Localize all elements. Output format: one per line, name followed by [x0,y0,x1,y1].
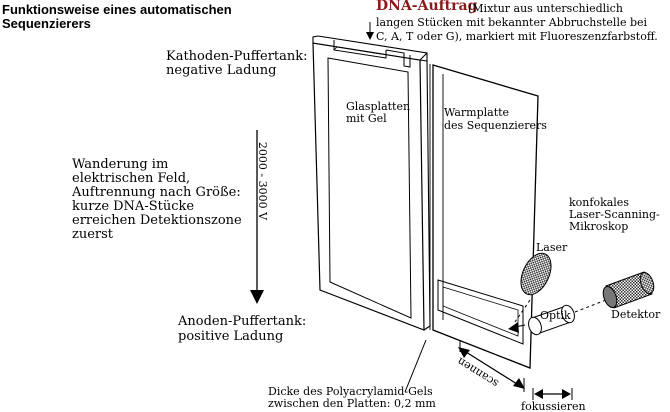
dna-auftrag-heading: DNA-Auftrag [376,0,478,14]
optik-label: Optik [540,309,571,322]
glass-plate-front [312,35,431,331]
wanderung-line-6: zuerst [72,227,114,242]
laser-device [520,252,552,296]
warmplatte-line-2: des Sequenzierers [444,119,547,132]
laser-label: Laser [536,241,568,254]
title-line-1: Funktionsweise eines automatischen [2,2,232,17]
dna-auftrag-line-1: (Mixtur aus unterschiedlich [468,2,623,15]
fokussieren-label: fokussieren [521,400,586,412]
title-line-2: Sequenzierers [2,16,91,31]
detektor-label: Detektor [611,308,661,321]
wanderung-line-5: erreichen Detektionszone [72,213,242,228]
thickness-leader [404,339,427,393]
kathoden-line-1: Kathoden-Puffertank: [166,49,308,64]
dna-auftrag-line-2: langen Stücken mit bekannter Abbruchstel… [376,16,648,29]
mikroskop-line-2: Laser-Scanning- [569,208,660,221]
heating-plate [429,64,539,369]
wanderung-line-1: Wanderung im [72,157,169,172]
migration-arrow [250,130,264,304]
anoden-line-2: positive Ladung [178,329,284,344]
dna-auftrag-line-3: C, A, T oder G), markiert mit Fluoreszen… [376,30,658,43]
scan-arrow [458,340,525,392]
voltage-label: 2000 - 3000 V [256,141,270,221]
detector-device [602,271,655,309]
warmplatte-line-1: Warmplatte [444,106,510,119]
kathoden-line-2: negative Ladung [166,63,277,78]
mikroskop-line-1: konfokales [569,196,629,209]
dicke-line-2: zwischen den Platten: 0,2 mm [268,397,436,410]
anoden-line-1: Anoden-Puffertank: [178,314,307,329]
optical-path [574,299,607,313]
glasplatten-line-1: Glasplatten [346,100,411,113]
wanderung-line-2: elektrischen Feld, [72,171,191,186]
laser-beam [514,299,531,323]
wanderung-line-3: Auftrennung nach Größe: [72,185,241,200]
glasplatten-line-2: mit Gel [346,112,387,125]
mikroskop-line-3: Mikroskop [569,220,629,233]
focus-arrow [532,388,573,400]
dicke-line-1: Dicke des Polyacrylamid-Gels [268,385,433,398]
wanderung-line-4: kurze DNA-Stücke [72,199,195,214]
optik-device [528,304,575,336]
